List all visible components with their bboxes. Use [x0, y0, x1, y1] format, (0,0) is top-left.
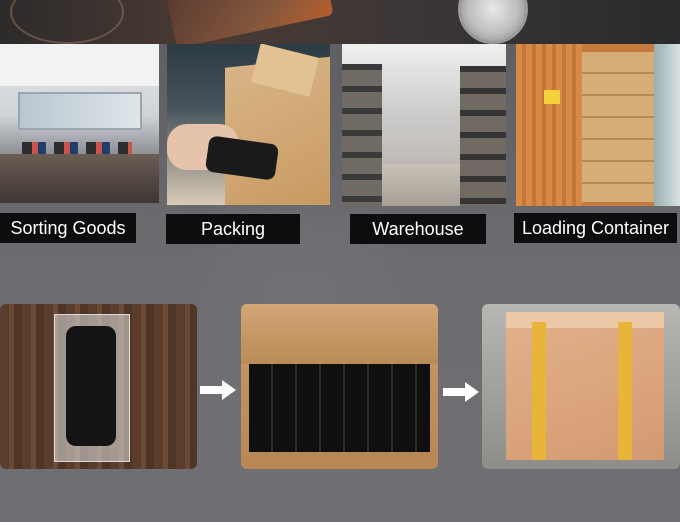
decorative-watch: [458, 0, 528, 44]
photo-ceiling: [0, 44, 159, 86]
photo-tape-right: [618, 322, 632, 460]
sorting-goods-photo: [0, 44, 159, 203]
decorative-ring: [10, 0, 124, 44]
warehouse-photo: [342, 44, 506, 206]
photo-gloves: [66, 326, 116, 446]
photo-carton: [506, 322, 664, 460]
packing-photo: [167, 44, 330, 205]
photo-container-door: [516, 44, 582, 206]
photo-window: [18, 92, 142, 130]
boxed-gloves-photo: [241, 304, 438, 469]
bagged-gloves-photo: [0, 304, 197, 469]
label-sorting-goods: Sorting Goods: [0, 213, 136, 243]
label-warehouse: Warehouse: [350, 214, 486, 244]
photo-cargo-boxes: [582, 52, 654, 202]
photo-rack-right: [460, 66, 506, 206]
loading-container-photo: [516, 44, 680, 206]
photo-box-wall: [241, 304, 438, 364]
photo-container-side: [654, 44, 680, 206]
top-banner-image: [0, 0, 680, 49]
photo-floor: [382, 164, 460, 206]
photo-carton-top: [506, 312, 664, 328]
photo-rack-left: [342, 64, 382, 206]
photo-packed-gloves: [249, 364, 430, 452]
arrow-right-icon: [200, 380, 236, 400]
label-loading-container: Loading Container: [514, 213, 677, 243]
decorative-bag: [166, 0, 334, 49]
photo-tape-left: [532, 322, 546, 460]
photo-tables: [0, 154, 159, 203]
arrow-right-icon: [443, 382, 479, 402]
label-packing: Packing: [166, 214, 300, 244]
sealed-carton-photo: [482, 304, 680, 469]
photo-warning-sign: [544, 90, 560, 104]
